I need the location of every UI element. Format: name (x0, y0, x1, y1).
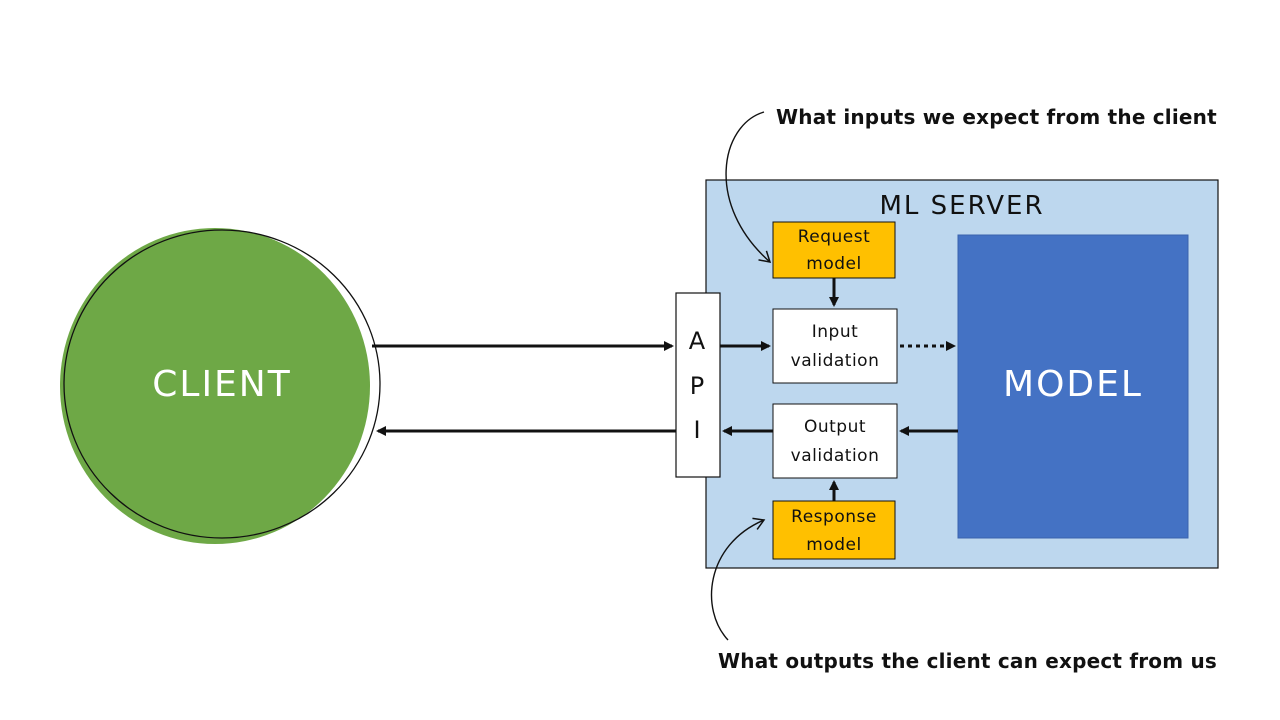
input-validation-line2: validation (791, 351, 880, 371)
note-inputs-pointer (725, 111, 772, 263)
model-label: MODEL (1003, 364, 1143, 405)
api-letter-p: P (690, 372, 704, 400)
note-outputs-pointer (710, 517, 766, 641)
client-node: CLIENT (60, 228, 381, 544)
model-node: MODEL (957, 234, 1189, 539)
note-inputs: What inputs we expect from the client (776, 105, 1217, 129)
output-validation-line2: validation (791, 446, 880, 466)
response-model-node: Response model (772, 500, 896, 560)
api-letter-i: I (693, 416, 700, 444)
input-validation-line1: Input (812, 322, 859, 342)
output-validation-node: Output validation (772, 403, 898, 479)
ml-server-title: ML SERVER (879, 191, 1044, 221)
client-label: CLIENT (152, 364, 291, 405)
output-validation-line1: Output (804, 417, 866, 437)
api-letter-a: A (689, 327, 706, 355)
input-validation-node: Input validation (772, 308, 898, 384)
note-outputs: What outputs the client can expect from … (718, 649, 1217, 673)
request-model-node: Request model (772, 221, 896, 279)
input-validation-box (772, 308, 898, 384)
model-box (957, 234, 1189, 539)
output-validation-box (772, 403, 898, 479)
request-model-line1: Request (798, 227, 871, 247)
request-model-box (772, 221, 896, 279)
request-model-line2: model (806, 254, 861, 274)
response-model-line1: Response (791, 507, 877, 527)
api-node: A P I (675, 292, 721, 478)
client-circle-outline (63, 229, 381, 539)
api-box (675, 292, 721, 478)
response-model-line2: model (806, 535, 861, 555)
client-circle (60, 228, 370, 544)
response-model-box (772, 500, 896, 560)
